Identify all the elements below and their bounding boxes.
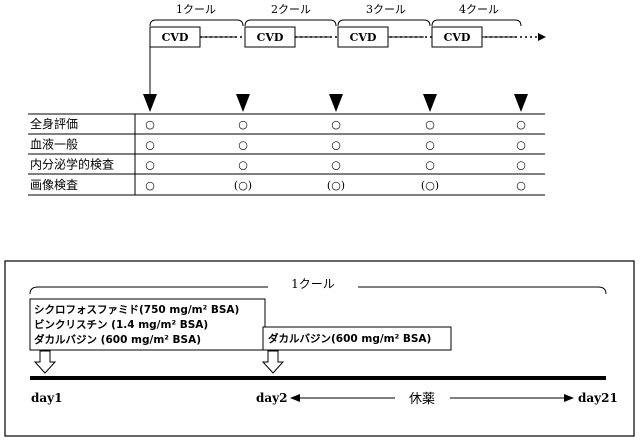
row-label: 内分泌学的検査 — [30, 157, 114, 172]
day2-label: day2 — [256, 391, 288, 405]
hollow-down-arrow-icon — [261, 350, 285, 374]
right-arrow-icon — [564, 394, 574, 402]
day2-drug-box — [262, 326, 452, 351]
evaluation-arrows — [143, 94, 528, 112]
connector-lines — [149, 36, 515, 95]
down-arrow-icon — [514, 94, 528, 112]
row-label: 全身評価 — [30, 116, 78, 131]
cycle-schedule: 1クール 2クール 3クール 4クール CVD CVD CVD CVD — [28, 3, 546, 196]
evaluation-mark: ○ — [516, 179, 526, 192]
detail-frame — [4, 260, 635, 437]
drug-line: シクロフォスファミド(750 mg/m² BSA) — [34, 304, 239, 316]
evaluation-mark: ○ — [425, 118, 435, 131]
day1-label: day1 — [31, 391, 63, 405]
drug-line: ビンクリスチン (1.4 mg/m² BSA) — [34, 318, 208, 331]
evaluation-mark: ○ — [238, 159, 248, 172]
evaluation-mark: ○ — [238, 138, 248, 151]
cycle-label: 3クール — [366, 3, 406, 16]
cycle-brace-3 — [337, 19, 431, 27]
table-rows: 全身評価 ○ ○ ○ ○ ○ 血液一般 ○ ○ ○ ○ ○ 内分泌学的検査 ○ ○ ○ ○ ○ 画像検査 ○ (○) (○… — [30, 116, 526, 192]
evaluation-mark: (○) — [327, 179, 345, 192]
down-arrow-icon — [329, 94, 343, 112]
cycle-brace-2 — [244, 19, 337, 27]
left-arrow-icon — [290, 394, 300, 402]
cycle-labels: 1クール 2クール 3クール 4クール — [172, 3, 507, 17]
evaluation-mark: ○ — [145, 179, 155, 192]
day1-drug-box — [29, 298, 266, 351]
evaluation-mark: ○ — [516, 138, 526, 151]
cycle-braces — [149, 19, 522, 27]
cycle-label: 2クール — [271, 3, 311, 16]
day21-label: day21 — [578, 391, 618, 405]
cycle-label: 4クール — [459, 3, 499, 16]
cycle-label: 1クール — [176, 3, 216, 16]
evaluation-mark: ○ — [331, 138, 341, 151]
evaluation-mark: (○) — [234, 179, 252, 192]
cvd-label: CVD — [444, 31, 471, 44]
evaluation-mark: ○ — [425, 159, 435, 172]
cycle-brace-1 — [149, 19, 244, 27]
evaluation-mark: ○ — [516, 159, 526, 172]
hollow-down-arrow-icon — [33, 350, 57, 374]
drug-line: ダカルバジン (600 mg/m² BSA) — [34, 333, 201, 346]
cycle-brace-4 — [431, 19, 522, 27]
down-arrow-icon — [423, 94, 437, 112]
evaluation-table — [28, 113, 545, 196]
evaluation-mark: ○ — [145, 159, 155, 172]
evaluation-mark: ○ — [145, 138, 155, 151]
evaluation-mark: ○ — [145, 118, 155, 131]
evaluation-mark: ○ — [331, 118, 341, 131]
cycle-detail-panel: 1クール シクロフォスファミド(750 mg/m² BSA) ビンクリスチン (… — [4, 260, 635, 437]
down-arrow-icon — [236, 94, 250, 112]
down-arrow-icon — [143, 94, 157, 112]
row-label: 血液一般 — [30, 136, 78, 151]
evaluation-mark: (○) — [421, 179, 439, 192]
cvd-label: CVD — [162, 31, 189, 44]
row-label: 画像検査 — [30, 178, 78, 192]
drug-line: ダカルバジン(600 mg/m² BSA) — [268, 332, 431, 345]
detail-title: 1クール — [291, 277, 335, 291]
cvd-label: CVD — [257, 31, 284, 44]
evaluation-mark: ○ — [516, 118, 526, 131]
rest-label: 休薬 — [409, 392, 435, 407]
evaluation-mark: ○ — [425, 138, 435, 151]
evaluation-mark: ○ — [331, 159, 341, 172]
cvd-label: CVD — [350, 31, 377, 44]
evaluation-mark: ○ — [238, 118, 248, 131]
